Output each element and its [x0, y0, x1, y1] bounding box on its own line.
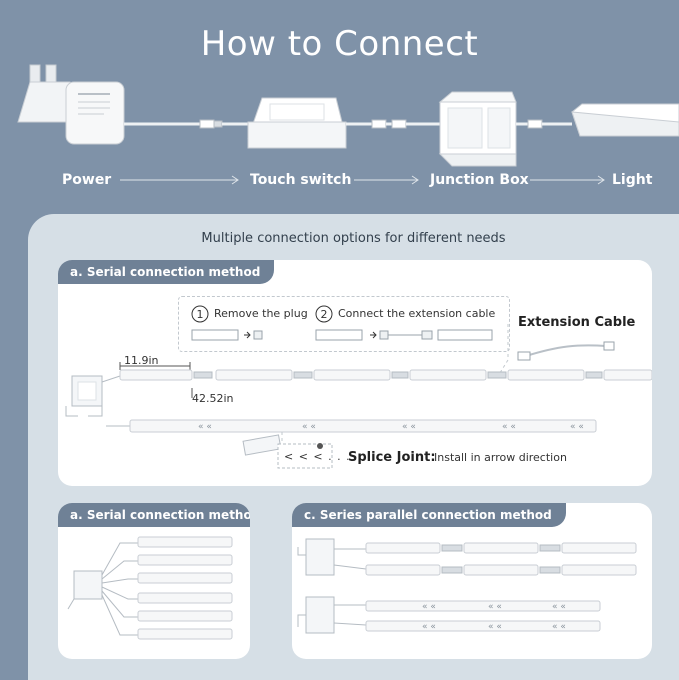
step-2-badge: 2: [315, 305, 333, 323]
connection-flow-illustration: [17, 64, 679, 185]
splice-joint-title: Splice Joint:: [348, 450, 436, 465]
splice-joint-desc: Install in arrow direction: [434, 451, 567, 464]
svg-text:« «: « «: [552, 622, 566, 632]
svg-text:« «: « «: [402, 422, 416, 432]
length-short-label: 11.9in: [124, 354, 159, 367]
svg-text:« «: « «: [502, 422, 516, 432]
flow-label-junction-box: Junction Box: [430, 172, 529, 188]
svg-text:« «: « «: [488, 602, 502, 612]
parallel-diagram: [67, 536, 233, 640]
svg-text:« «: « «: [422, 602, 436, 612]
svg-text:« «: « «: [488, 622, 502, 632]
svg-text:« «: « «: [302, 422, 316, 432]
instructions-box: [178, 296, 510, 352]
svg-text:« «: « «: [552, 602, 566, 612]
step-2-text: Connect the extension cable: [338, 307, 496, 320]
serial-diagram: « « « « « « « « « «: [65, 324, 652, 469]
flow-label-light: Light: [612, 172, 653, 188]
flow-label-touch-switch: Touch switch: [250, 172, 352, 188]
splice-arrows: < < < . . .: [284, 450, 351, 463]
step-2-number: 2: [321, 308, 328, 321]
svg-text:« «: « «: [570, 422, 584, 432]
page-title: How to Connect: [200, 24, 479, 64]
length-long-label: 42.52in: [192, 392, 234, 405]
junction-box-icon: [438, 91, 517, 167]
light-bar-icon: [571, 103, 679, 137]
options-subtitle: Multiple connection options for differen…: [201, 231, 506, 246]
series-parallel-connection-card: c. Series parallel connection method: [292, 503, 652, 659]
card-tag: a. Serial connection method: [58, 260, 275, 284]
svg-text:« «: « «: [198, 422, 212, 432]
series-parallel-diagram: « « « « « « « « « « « «: [297, 538, 637, 634]
step-1-text: Remove the plug: [214, 307, 308, 320]
power-adapter-icon: [17, 64, 125, 145]
extension-cable-label: Extension Cable: [518, 315, 636, 330]
svg-text:« «: « «: [422, 622, 436, 632]
flow-label-power: Power: [62, 172, 112, 188]
step-1-number: 1: [197, 308, 204, 321]
parallel-connection-card: a. Serial connection method: [58, 503, 250, 659]
step-1-badge: 1: [191, 305, 209, 323]
serial-connection-card: a. Serial connection method 1 Remove the…: [58, 260, 652, 486]
card-tag: a. Serial connection method: [58, 503, 250, 527]
touch-switch-icon: [247, 97, 347, 149]
card-tag: c. Series parallel connection method: [292, 503, 566, 527]
